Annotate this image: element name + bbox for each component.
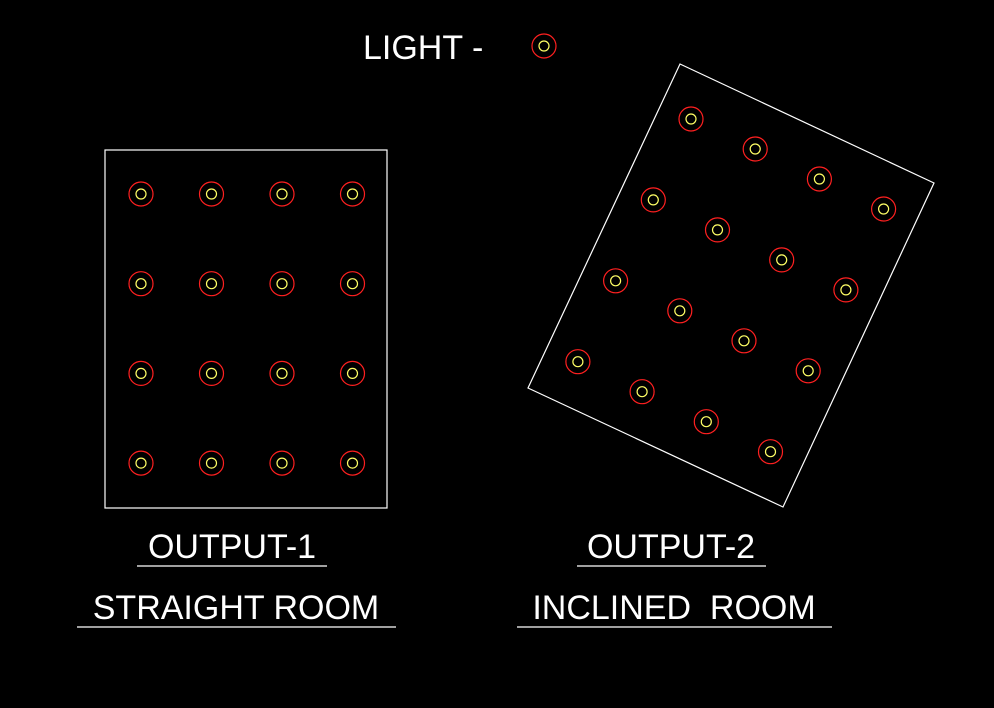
caption-output-2: OUTPUT-2 <box>577 528 766 567</box>
inclined-room-lights <box>565 106 897 465</box>
light-fixture-icon <box>269 271 295 297</box>
caption-output-1: OUTPUT-1 <box>137 528 327 567</box>
light-fixture-icon <box>731 328 757 354</box>
light-fixture-icon <box>806 166 833 192</box>
straight-room-label: STRAIGHT ROOM <box>93 589 380 627</box>
light-fixture-icon <box>795 358 821 384</box>
light-fixture-icon <box>678 106 704 132</box>
light-fixture-icon <box>602 268 629 294</box>
legend-label: LIGHT - <box>363 29 483 67</box>
light-fixture-icon <box>531 33 557 59</box>
light-fixture-icon <box>269 181 295 207</box>
light-fixture-icon <box>339 450 366 476</box>
light-fixture-icon <box>693 409 719 435</box>
light-fixture-icon <box>269 360 295 386</box>
caption-inclined-room: INCLINED ROOM <box>517 589 832 628</box>
straight-room-lights <box>128 181 366 476</box>
light-fixture-icon <box>128 181 154 207</box>
light-fixture-icon <box>833 277 859 303</box>
light-fixture-icon <box>757 439 784 465</box>
light-fixture-icon <box>769 247 795 273</box>
light-fixture-icon <box>640 187 666 213</box>
light-fixture-icon <box>667 298 693 324</box>
light-fixture-icon <box>269 450 295 476</box>
legend: LIGHT - <box>363 29 557 67</box>
light-fixture-icon <box>198 181 225 207</box>
light-fixture-icon <box>704 217 731 243</box>
light-fixture-icon <box>339 181 366 207</box>
inclined-room-outline <box>527 63 935 508</box>
light-fixture-icon <box>128 271 154 297</box>
light-fixture-icon <box>339 271 366 297</box>
straight-room <box>104 149 388 509</box>
light-fixture-icon <box>629 379 655 405</box>
output-2-label: OUTPUT-2 <box>587 528 755 566</box>
light-fixture-icon <box>198 450 225 476</box>
light-fixture-icon <box>339 360 366 386</box>
light-fixture-icon <box>198 271 225 297</box>
light-fixture-icon <box>128 360 154 386</box>
light-fixture-icon <box>128 450 154 476</box>
light-fixture-icon <box>742 136 768 162</box>
inclined-room-label: INCLINED ROOM <box>532 589 815 627</box>
light-fixture-icon <box>198 360 225 386</box>
light-fixture-icon <box>565 349 591 375</box>
inclined-room <box>527 63 935 508</box>
light-fixture-icon <box>870 196 897 222</box>
caption-straight-room: STRAIGHT ROOM <box>77 589 396 628</box>
straight-room-outline <box>104 149 388 509</box>
output-1-label: OUTPUT-1 <box>148 528 316 566</box>
